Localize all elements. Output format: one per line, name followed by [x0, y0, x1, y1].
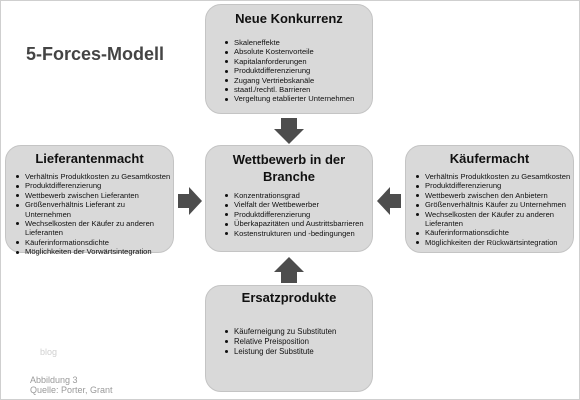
- box-substitutes-title: Ersatzprodukte: [241, 290, 337, 305]
- list-item: Käuferinformationsdichte: [14, 238, 173, 247]
- list-item: Verhältnis Produktkosten zu Gesamtkosten: [414, 172, 573, 181]
- box-supplier-power-list: Verhältnis Produktkosten zu Gesamtkosten…: [14, 172, 173, 257]
- figure-caption: Abbildung 3: [30, 375, 78, 385]
- list-item: Relative Preisposition: [223, 337, 372, 347]
- list-item: Käuferneigung zu Substituten: [223, 327, 372, 337]
- box-buyer-power-title: Käufermacht: [449, 151, 530, 166]
- box-new-competition-list: Skaleneffekte Absolute Kostenvorteile Ka…: [223, 38, 372, 104]
- list-item: Kostenstrukturen und -bedingungen: [223, 229, 372, 238]
- list-item: Kapitalanforderungen: [223, 57, 372, 66]
- list-item: Wechselkosten der Käufer zu anderen Lief…: [414, 210, 573, 229]
- list-item: Produktdifferenzierung: [414, 181, 573, 190]
- list-item: Wechselkosten der Käufer zu anderen Lief…: [14, 219, 173, 238]
- box-supplier-power-title: Lieferantenmacht: [35, 151, 144, 166]
- box-buyer-power-list: Verhältnis Produktkosten zu Gesamtkosten…: [414, 172, 573, 247]
- box-new-competition-title: Neue Konkurrenz: [235, 11, 343, 26]
- box-buyer-power: Käufermacht Verhältnis Produktkosten zu …: [405, 145, 574, 253]
- box-industry-rivalry-title: Wettbewerb in der Branche: [232, 152, 346, 184]
- list-item: Vergeltung etablierter Unternehmen: [223, 94, 372, 103]
- list-item: Zugang Vertriebskanäle: [223, 76, 372, 85]
- box-supplier-power: Lieferantenmacht Verhältnis Produktkoste…: [5, 145, 174, 256]
- list-item: Verhältnis Produktkosten zu Gesamtkosten: [14, 172, 173, 181]
- list-item: staatl./rechtl. Barrieren: [223, 85, 372, 94]
- list-item: Größenverhältnis Käufer zu Unternehmen: [414, 200, 573, 209]
- box-new-competition: Neue Konkurrenz Skaleneffekte Absolute K…: [205, 4, 373, 114]
- list-item: Größenverhältnis Lieferant zu Unternehme…: [14, 200, 173, 219]
- list-item: Produktdifferenzierung: [223, 66, 372, 75]
- watermark: blog: [40, 347, 58, 357]
- list-item: Möglichkeiten der Rückwärtsintegration: [414, 238, 573, 247]
- list-item: Überkapazitäten und Austrittsbarrieren: [223, 219, 372, 228]
- arrow-down-icon: [274, 118, 304, 144]
- box-industry-rivalry: Wettbewerb in der Branche Konzentrations…: [205, 145, 373, 252]
- list-item: Konzentrationsgrad: [223, 191, 372, 200]
- list-item: Käuferinformationsdichte: [414, 228, 573, 237]
- list-item: Möglichkeiten der Vorwärtsintegration: [14, 247, 173, 256]
- list-item: Skaleneffekte: [223, 38, 372, 47]
- box-industry-rivalry-list: Konzentrationsgrad Vielfalt der Wettbewe…: [223, 191, 372, 238]
- arrow-right-icon: [178, 187, 202, 215]
- arrow-up-icon: [274, 257, 304, 283]
- list-item: Leistung der Substitute: [223, 347, 372, 357]
- list-item: Produktdifferenzierung: [223, 210, 372, 219]
- list-item: Absolute Kostenvorteile: [223, 47, 372, 56]
- list-item: Produktdifferenzierung: [14, 181, 173, 190]
- figure-source: Quelle: Porter, Grant: [30, 385, 113, 395]
- box-substitutes: Ersatzprodukte Käuferneigung zu Substitu…: [205, 285, 373, 392]
- box-substitutes-list: Käuferneigung zu Substituten Relative Pr…: [223, 327, 372, 357]
- diagram-title: 5-Forces-Modell: [26, 44, 165, 64]
- list-item: Wettbewerb zwischen den Anbietern: [414, 191, 573, 200]
- list-item: Vielfalt der Wettbewerber: [223, 200, 372, 209]
- arrow-left-icon: [377, 187, 401, 215]
- list-item: Wettbewerb zwischen Lieferanten: [14, 191, 173, 200]
